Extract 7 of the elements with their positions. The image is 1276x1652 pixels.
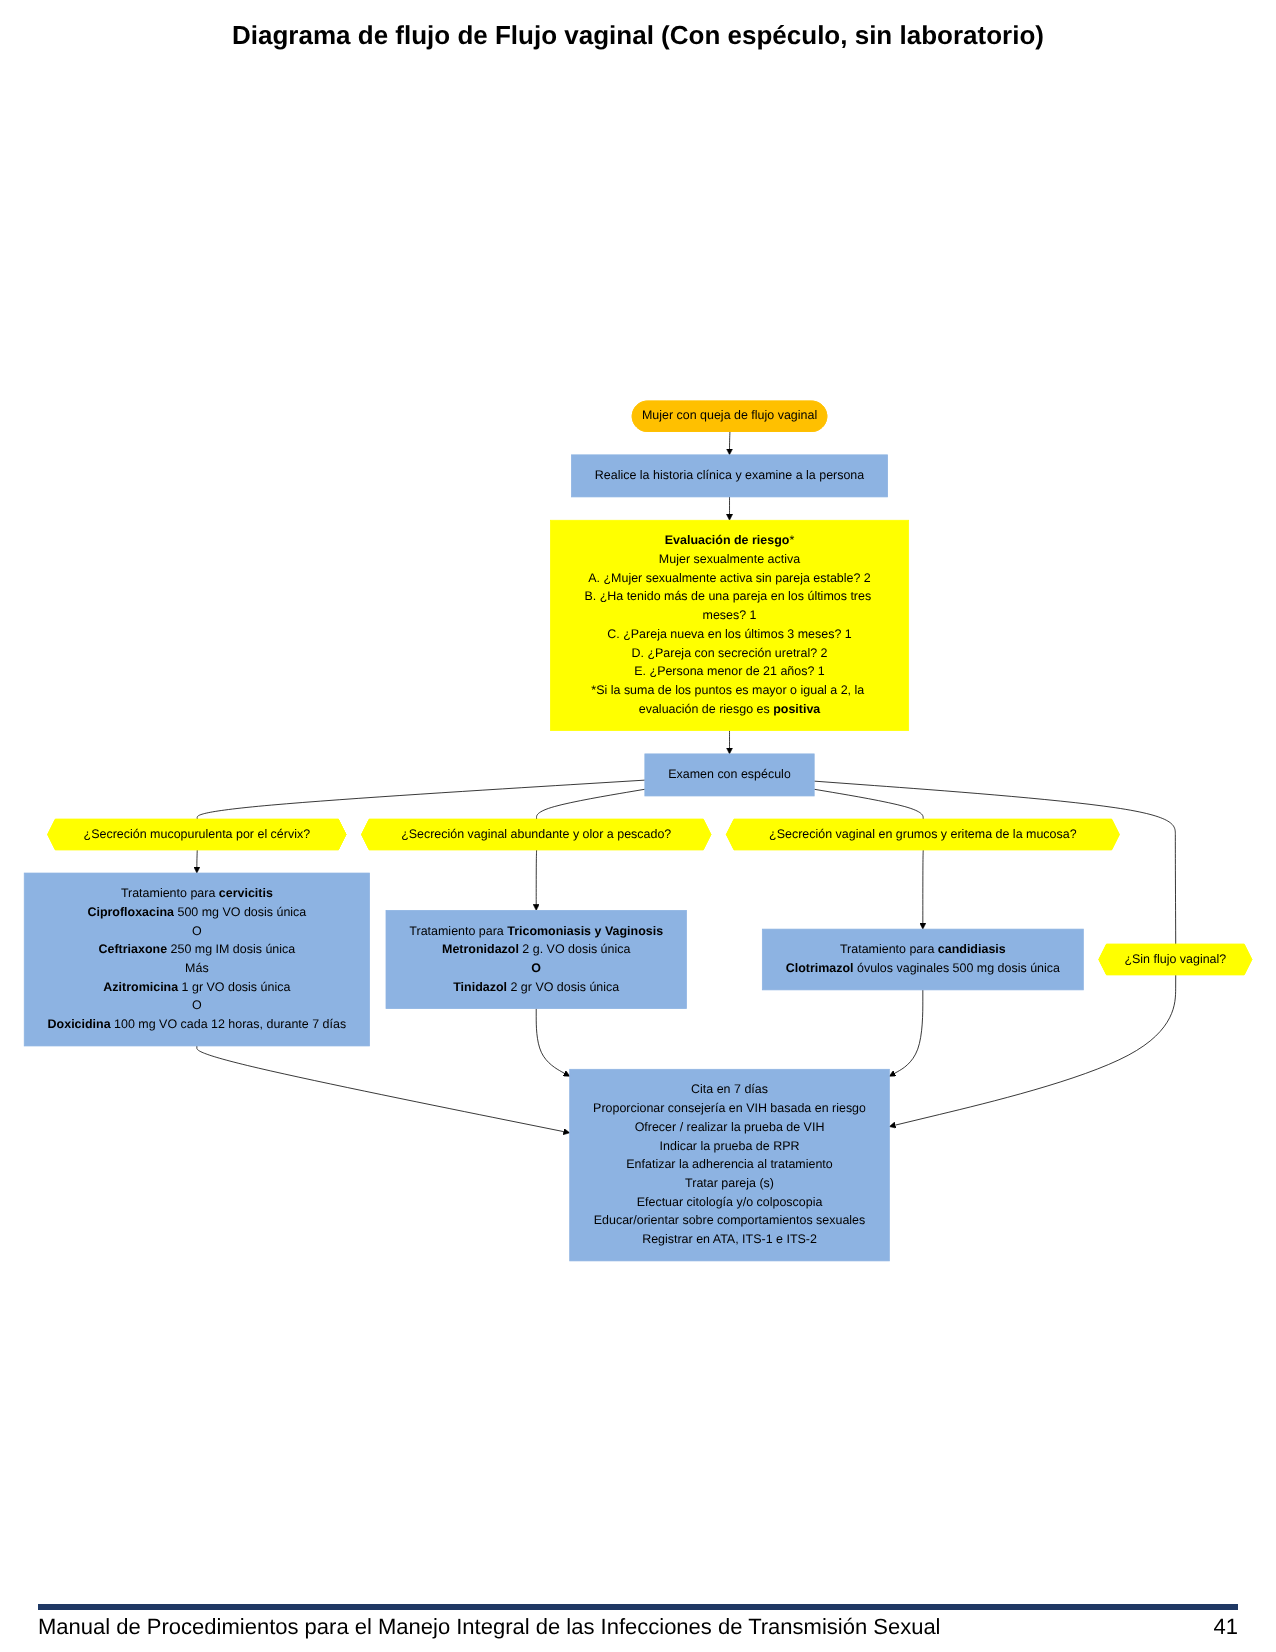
- connector: [196, 779, 646, 821]
- footer-text: 41: [1213, 1616, 1238, 1640]
- connector: [813, 780, 1177, 946]
- title: Diagrama de flujo de Flujo vaginal (Con espéculo, sin laboratorio): [232, 20, 1044, 50]
- connector: [536, 788, 646, 821]
- footer-text: Manual de Procedimientos para el Manejo Integral de las Infecciones de Transmisión Sexual: [38, 1616, 941, 1640]
- connector: [813, 788, 924, 821]
